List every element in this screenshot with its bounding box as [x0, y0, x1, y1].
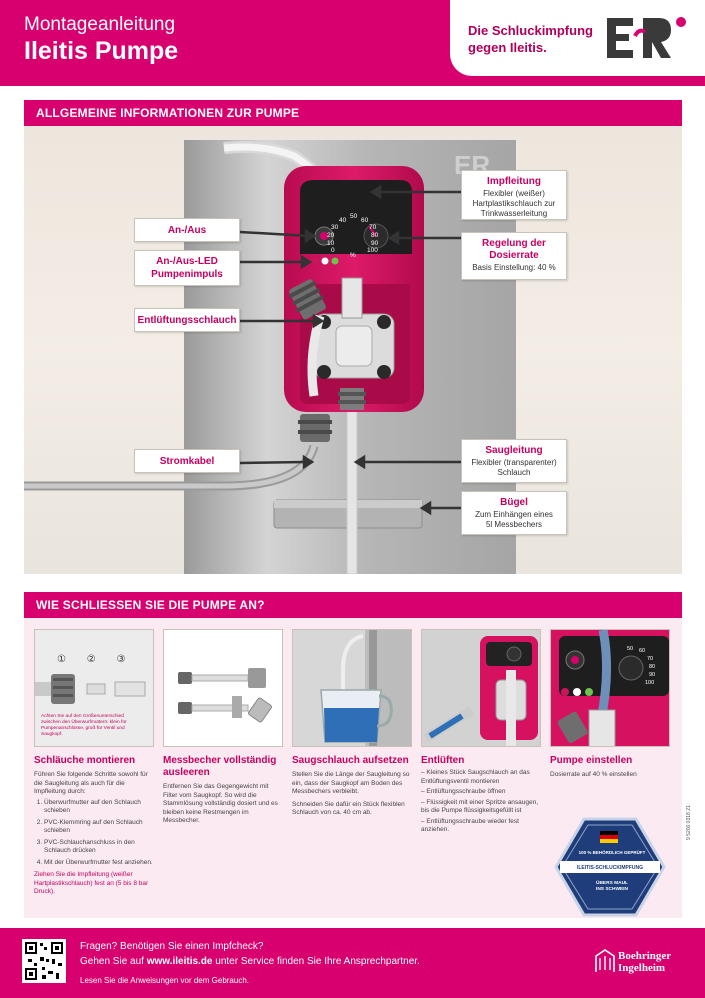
section-bar-general-info: ALLGEMEINE INFORMATIONEN ZUR PUMPE	[24, 100, 682, 126]
connection-steps-panel: ① ② ③ Achten Sie auf den Größenunterschi…	[24, 618, 682, 918]
document-code: 9 5200 0318 21	[686, 805, 692, 840]
label-power-cable: Stromkabel	[134, 449, 240, 473]
qr-code-icon[interactable]	[22, 939, 66, 983]
approval-badge	[554, 817, 666, 917]
step1-heading: Schläuche montieren	[34, 755, 136, 766]
step2-body: Entfernen Sie das Gegengewicht mit Filte…	[163, 783, 278, 824]
boehringer-building-icon	[595, 949, 615, 972]
step-mount-hoses: ① ② ③ Achten Sie auf den Größenunterschi…	[34, 629, 154, 897]
label-injection-line: Impfleitung Flexibler (weißer) Hartplast…	[461, 170, 567, 220]
step4-heading: Entlüften	[421, 755, 465, 766]
step5-image: 50 60 70 80 90 100	[550, 629, 670, 747]
document-title: Ileitis Pumpe	[24, 37, 179, 65]
document-subtitle: Montageanleitung	[24, 14, 176, 35]
step-empty-cup: Messbecher vollständig ausleeren Entfern…	[163, 629, 283, 826]
step-vent: Entlüften – Kleines Stück Saugschlauch a…	[421, 629, 541, 837]
filter-weight-icon	[178, 668, 273, 723]
step1-list: Überwurfmutter auf den Schlauch schieben…	[34, 799, 154, 868]
label-on-off: An-/Aus	[134, 218, 240, 242]
pump-overview-panel: ER	[24, 126, 682, 574]
step1-image-note: Achten Sie auf den Größenunterschied zwi…	[41, 714, 127, 737]
section-bar-how-to-connect: WIE SCHLIESSEN SIE DIE PUMPE AN?	[24, 592, 682, 618]
measuring-cup-icon	[320, 630, 411, 746]
step5-body: Dosierrate auf 40 % einstellen	[550, 771, 637, 778]
step1-image: ① ② ③ Achten Sie auf den Größenunterschi…	[34, 629, 154, 747]
step3-body-2: Schneiden Sie dafür ein Stück flexiblen …	[292, 800, 405, 817]
boehringer-logo: Boehringer Ingelheim	[594, 948, 671, 979]
step3-image	[292, 629, 412, 747]
tagline: Die Schluckimpfung gegen Ileitis.	[468, 23, 593, 55]
step1-note: Ziehen Sie die Impfleitung (weißer Hartp…	[34, 871, 149, 895]
hose-fittings-icon	[35, 674, 146, 704]
website-link[interactable]: www.ileitis.de	[146, 956, 213, 967]
step2-image	[163, 629, 283, 747]
footer-read-instructions: Lesen Sie die Anweisungen vor dem Gebrau…	[80, 976, 249, 985]
step4-list: – Kleines Stück Saugschlauch an das Entl…	[421, 769, 539, 833]
label-suction-line: Saugleitung Flexibler (transparenter) Sc…	[461, 439, 567, 483]
step3-body-1: Stellen Sie die Länge der Saugleitung so…	[292, 771, 410, 795]
footer-question: Fragen? Benötigen Sie einen Impfcheck?	[80, 941, 264, 952]
badge-text-top: 100 % BEHÖRDLICH GEPRÜFT	[578, 850, 646, 855]
step1-intro: Führen Sie folgende Schritte sowohl für …	[34, 771, 148, 795]
venting-syringe-icon	[423, 636, 538, 746]
label-dosing-rate: Regelung der Dosierrate Basis Einstellun…	[461, 232, 567, 280]
er-logo-icon	[607, 17, 686, 58]
pump-closeup-icon	[551, 630, 669, 746]
step4-image	[421, 629, 541, 747]
pump-illustration: ER	[24, 140, 516, 574]
step2-heading: Messbecher vollständig ausleeren	[163, 755, 277, 778]
label-led-pulse: An-/Aus-LED Pumpenimpuls	[134, 250, 240, 286]
step-set-pump: 50 60 70 80 90 100 Pumpe einstellen Dosi…	[550, 629, 670, 917]
badge-text-mid: ILEITIS-SCHLUCKIMPFUNG	[576, 865, 644, 871]
footer: Fragen? Benötigen Sie einen Impfcheck? G…	[0, 928, 705, 998]
fitting-numbers: ① ② ③	[57, 654, 126, 665]
dosing-dial-scale: 40 30 20 10 0 50 60 70 80 90 100 %	[327, 213, 379, 259]
footer-service-line: Gehen Sie auf www.ileitis.de unter Servi…	[80, 956, 420, 967]
label-vent-hose: Entlüftungsschlauch	[134, 308, 240, 332]
header-tagline-card: Die Schluckimpfung gegen Ileitis.	[450, 0, 705, 76]
step3-heading: Saugschlauch aufsetzen	[292, 755, 409, 766]
step5-heading: Pumpe einstellen	[550, 755, 633, 766]
step-attach-suction-hose: Saugschlauch aufsetzen Stellen Sie die L…	[292, 629, 412, 818]
label-bracket: Bügel Zum Einhängen eines 5l Messbechers	[461, 491, 567, 535]
header: Montageanleitung Ileitis Pumpe Die Schlu…	[0, 0, 705, 86]
badge-text-bottom: ÜBERS MAUL INS SCHWEIN	[596, 881, 628, 892]
